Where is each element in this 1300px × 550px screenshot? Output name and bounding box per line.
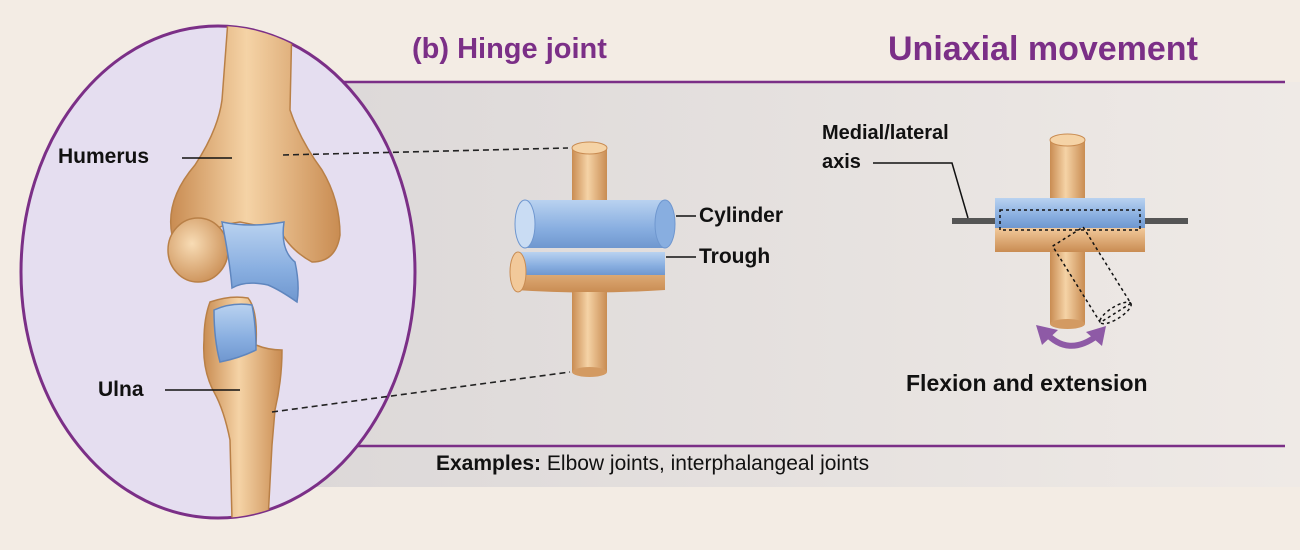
examples-caption: Examples: Elbow joints, interphalangeal … xyxy=(436,452,869,476)
right-trough xyxy=(995,228,1145,252)
hinge-joint-title: (b) Hinge joint xyxy=(412,33,607,65)
capitulum xyxy=(167,217,229,283)
right-lower-rod xyxy=(1050,252,1085,324)
axis-label-line1: Medial/lateral xyxy=(822,122,949,144)
lower-rod-bottom xyxy=(572,367,607,377)
lower-rod xyxy=(572,292,607,372)
ulna-label: Ulna xyxy=(98,378,144,401)
cylinder-right-end xyxy=(654,199,676,249)
examples-heading: Examples: xyxy=(436,452,542,475)
movement-model xyxy=(952,133,1188,349)
humerus-connector xyxy=(282,147,569,156)
axis-label-line2: axis xyxy=(822,151,861,173)
humerus-label: Humerus xyxy=(58,145,150,168)
trough-lining xyxy=(515,252,665,275)
arrowhead-right xyxy=(1086,326,1106,346)
trough-end xyxy=(509,251,527,293)
arrowhead-left xyxy=(1036,325,1058,345)
cylinder-left-end xyxy=(514,199,536,249)
elbow-anatomy xyxy=(167,26,341,518)
flexion-extension-label: Flexion and extension xyxy=(906,370,1148,396)
trochlear-notch-cartilage xyxy=(213,303,257,363)
trochlea-cartilage xyxy=(221,221,299,304)
ulna-connector xyxy=(271,371,571,413)
cylinder-outline xyxy=(999,209,1141,231)
upper-rod-top xyxy=(571,141,608,155)
uniaxial-movement-title: Uniaxial movement xyxy=(888,30,1198,68)
flexed-rod-outline xyxy=(1051,226,1132,325)
cylinder-body xyxy=(525,200,665,248)
right-cylinder xyxy=(995,198,1145,228)
content-panel xyxy=(300,82,1300,487)
right-upper-rod xyxy=(1050,140,1085,205)
examples-text: Elbow joints, interphalangeal joints xyxy=(541,452,870,475)
cylinder-label: Cylinder xyxy=(699,204,784,227)
hinge-model xyxy=(509,141,676,377)
trough-label: Trough xyxy=(699,245,771,268)
right-upper-rod-top xyxy=(1049,133,1086,147)
axis-leader xyxy=(873,162,969,219)
right-lower-rod-bottom xyxy=(1050,319,1085,329)
